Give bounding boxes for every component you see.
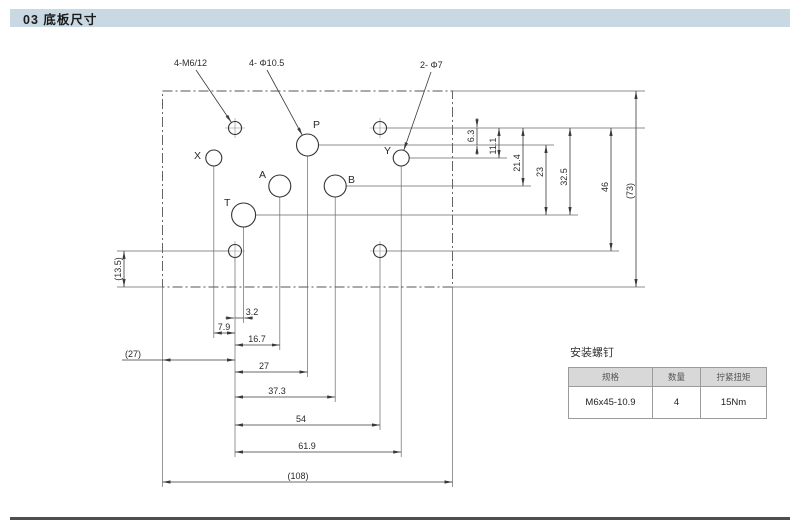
dim-27-ref: (27) — [125, 349, 141, 359]
dim-23: 23 — [535, 167, 545, 177]
dim-13-5: (13.5) — [113, 257, 123, 281]
col-header-torque: 拧紧扭矩 — [700, 367, 767, 387]
horizontal-dimension-lines — [122, 316, 453, 484]
section-title: 03 底板尺寸 — [23, 12, 98, 27]
extension-lines — [117, 90, 645, 288]
vertical-dimension-lines — [122, 91, 638, 287]
col-header-spec: 规格 — [568, 367, 653, 387]
dim-32-5: 32.5 — [559, 168, 569, 186]
projection-lines — [162, 156, 453, 487]
cell-torque: 15Nm — [700, 386, 767, 419]
port-hole-x — [205, 149, 223, 167]
port-label-y: Y — [384, 145, 391, 157]
leader-pilot-holes — [403, 71, 432, 151]
dim-27: 27 — [259, 361, 269, 371]
port-hole-p — [295, 133, 320, 157]
port-label-t: T — [224, 197, 231, 209]
screw-spec-table: 规格 数量 拧紧扭矩 M6x45-10.9 4 15Nm — [568, 367, 767, 419]
callout-main-ports: 4- Φ10.5 — [249, 58, 284, 68]
mounting-screw-table: 安装螺钉 规格 数量 拧紧扭矩 M6x45-10.9 4 15Nm — [568, 344, 768, 419]
mounting-hole-top-left — [227, 120, 243, 136]
port-hole-y — [392, 149, 410, 167]
dim-54: 54 — [296, 414, 306, 424]
table-data-row: M6x45-10.9 4 15Nm — [568, 386, 767, 419]
callout-pilot-holes: 2- Φ7 — [420, 60, 443, 70]
port-hole-t — [231, 202, 257, 228]
table-title: 安装螺钉 — [570, 347, 614, 359]
dim-108: (108) — [287, 471, 308, 481]
port-label-p: P — [313, 119, 320, 131]
dimension-labels: 6.3 11.1 21.4 23 32.5 46 (73) (13.5) 3.2… — [113, 130, 635, 481]
dim-21-4: 21.4 — [512, 154, 522, 172]
page-bottom-rule — [10, 517, 790, 520]
dim-61-9: 61.9 — [298, 441, 316, 451]
port-label-a: A — [259, 169, 266, 181]
leader-main-ports — [266, 69, 303, 136]
dim-73: (73) — [625, 183, 635, 199]
centerline-crosses — [225, 118, 390, 261]
callout-thread-holes: 4-M6/12 — [174, 58, 207, 68]
dim-37-3: 37.3 — [268, 386, 286, 396]
port-hole-b — [323, 174, 347, 198]
callouts: 4-M6/12 4- Φ10.5 2- Φ7 — [174, 58, 443, 151]
port-label-b: B — [348, 174, 355, 186]
dim-11-1: 11.1 — [488, 138, 498, 155]
port-hole-a — [268, 174, 292, 198]
dim-7-9: 7.9 — [218, 322, 231, 332]
col-header-quantity: 数量 — [652, 367, 701, 387]
section-header-bar: 03 底板尺寸 — [10, 9, 790, 27]
dim-6-3: 6.3 — [466, 130, 476, 143]
dim-46: 46 — [600, 182, 610, 192]
dim-3-2: 3.2 — [246, 307, 259, 317]
dim-16-7: 16.7 — [248, 334, 266, 344]
cell-spec: M6x45-10.9 — [568, 386, 653, 419]
port-labels: X P A B T Y — [194, 119, 391, 209]
mounting-hole-bottom-left — [227, 243, 243, 259]
table-header-row: 规格 数量 拧紧扭矩 — [568, 367, 767, 387]
mounting-hole-bottom-right — [372, 243, 388, 259]
cell-quantity: 4 — [652, 386, 701, 419]
holes — [205, 120, 410, 259]
leader-thread-holes — [195, 69, 232, 123]
mounting-hole-top-right — [372, 120, 388, 136]
port-label-x: X — [194, 150, 201, 162]
